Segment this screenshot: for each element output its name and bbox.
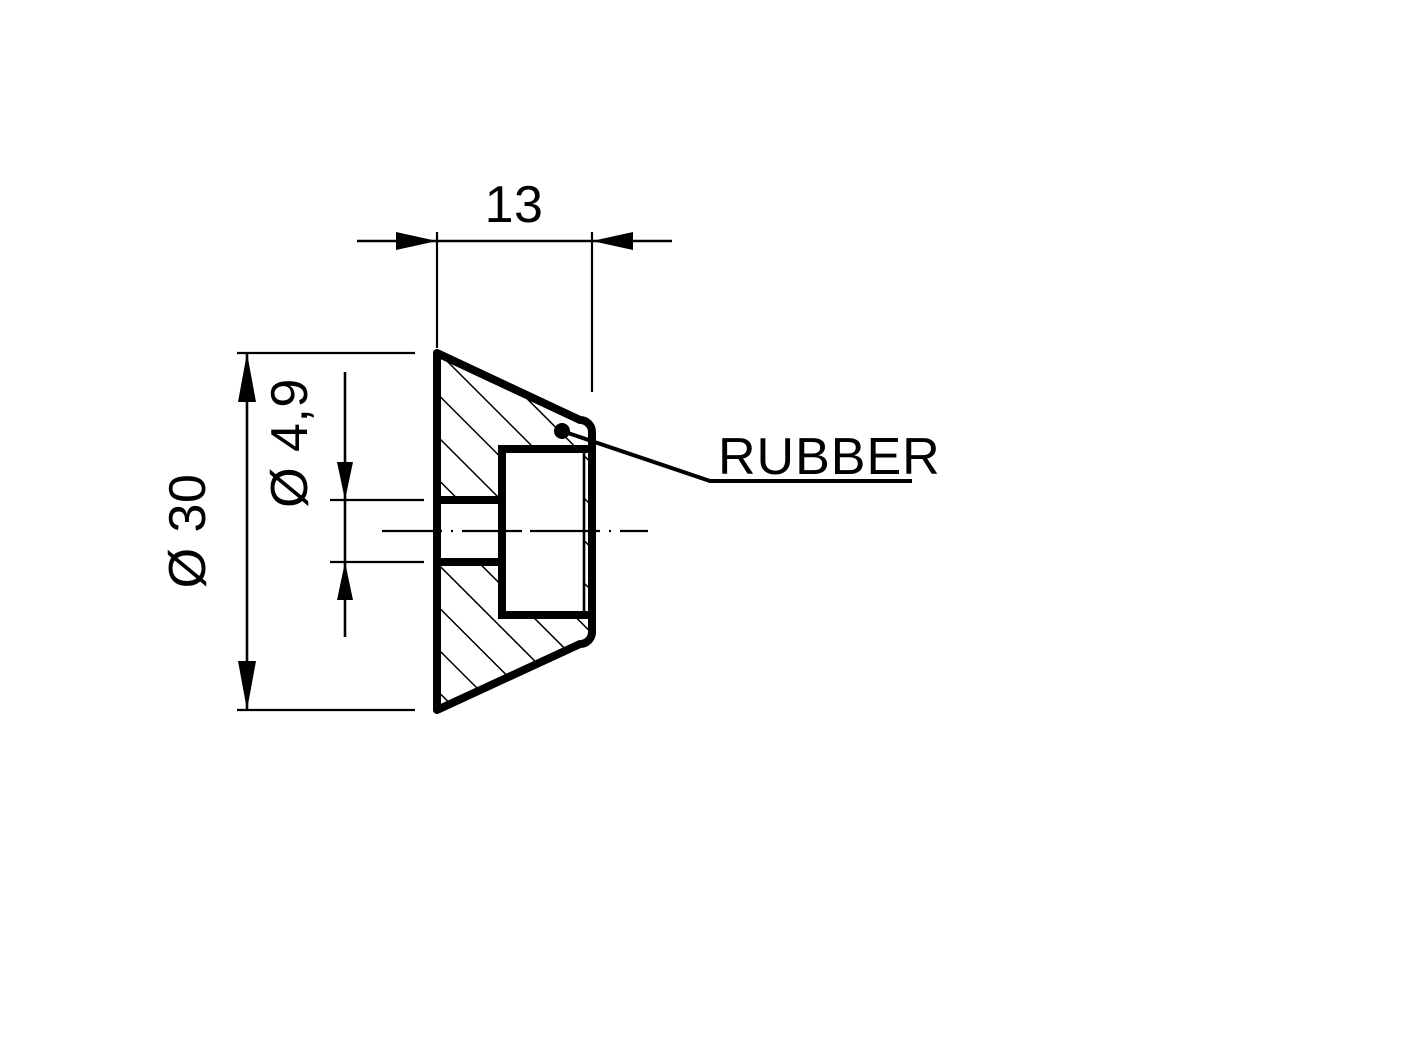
leader-line bbox=[561, 429, 912, 483]
dimension-diameter-4-9: Ø 4,9 bbox=[261, 372, 353, 637]
outer-profile bbox=[433, 349, 596, 714]
part-outline bbox=[433, 349, 596, 714]
inner-cavity bbox=[498, 445, 592, 619]
dimension-label-d30: Ø 30 bbox=[159, 474, 217, 589]
arrowhead-d49-top bbox=[337, 462, 353, 500]
through-bore bbox=[437, 496, 506, 566]
material-note-label: RUBBER bbox=[718, 428, 941, 486]
dimension-label-d49: Ø 4,9 bbox=[261, 378, 319, 508]
arrowhead-d49-bottom bbox=[337, 562, 353, 600]
arrowhead-13-left bbox=[396, 232, 437, 250]
arrowhead-d30-top bbox=[238, 353, 256, 402]
cavity-profile bbox=[498, 445, 592, 619]
arrowhead-13-right bbox=[592, 232, 633, 250]
dimension-label-13: 13 bbox=[485, 176, 544, 234]
arrowhead-d30-bottom bbox=[238, 661, 256, 710]
inner-wall-thin-lines bbox=[498, 449, 586, 615]
dimension-diameter-30: Ø 30 bbox=[159, 353, 256, 710]
dimension-13: 13 bbox=[357, 176, 672, 250]
material-callout: RUBBER bbox=[554, 423, 941, 486]
